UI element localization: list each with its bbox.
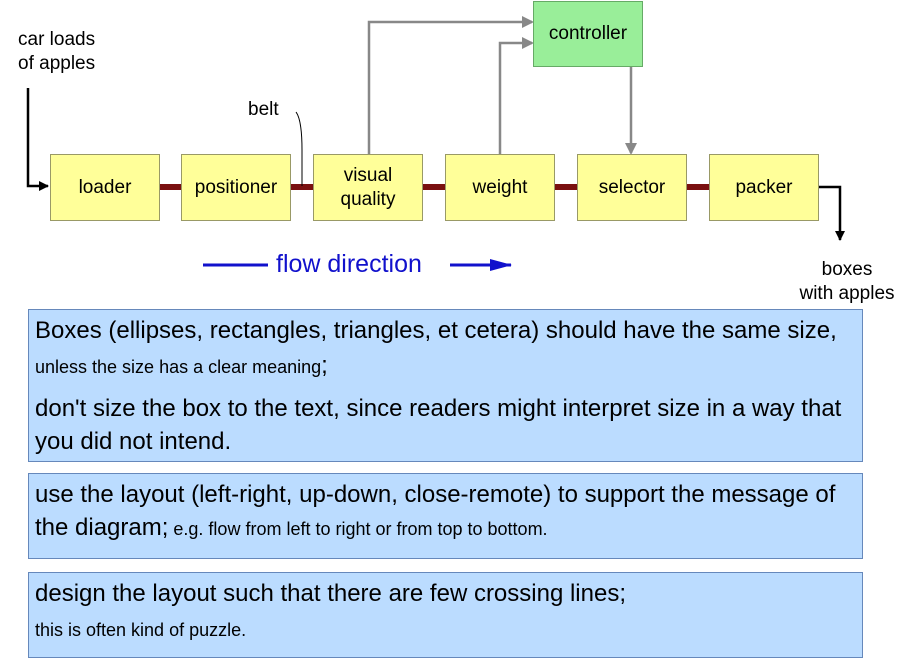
controller-box: controller <box>533 1 643 67</box>
note-aside-text: this is often kind of puzzle. <box>35 620 247 640</box>
selector-box: selector <box>577 154 687 221</box>
note-paragraph: use the layout (left-right, up-down, clo… <box>35 478 856 546</box>
note-paragraph: Boxes (ellipses, rectangles, triangles, … <box>35 314 856 384</box>
output-label: boxes with apples <box>799 259 895 304</box>
note-panel-crossing-lines: design the layout such that there are fe… <box>28 572 863 658</box>
visual-quality-box: visual quality <box>313 154 423 221</box>
note-aside-text: e.g. flow from left to right or from top… <box>168 519 548 539</box>
note-aside-text: unless the size has a clear meaning <box>35 357 322 377</box>
flow-diagram-canvas <box>26 16 845 271</box>
note-panel-layout: use the layout (left-right, up-down, clo… <box>28 473 863 559</box>
note-paragraph: this is often kind of puzzle. <box>35 618 856 642</box>
visual-quality-to-controller-arrow <box>367 16 534 154</box>
positioner-box: positioner <box>181 154 291 221</box>
note-main-text: Boxes (ellipses, rectangles, triangles, … <box>35 317 837 344</box>
input-label: car loads of apples <box>18 29 96 74</box>
note-main-text: design the layout such that there are fe… <box>35 580 626 607</box>
loader-box: loader <box>50 154 160 221</box>
output-arrow <box>819 185 845 241</box>
input-arrow <box>26 88 49 191</box>
note-main-text: don't size the box to the text, since re… <box>35 395 842 455</box>
belt-label: belt <box>248 99 279 120</box>
packer-box: packer <box>709 154 819 221</box>
flow-direction-label: flow direction <box>276 250 422 278</box>
note-main-text: use the layout (left-right, up-down, clo… <box>35 481 836 541</box>
note-tail-text: ; <box>321 352 328 379</box>
weight-box: weight <box>445 154 555 221</box>
weight-to-controller-arrow <box>498 37 534 154</box>
belt-callout-line <box>295 111 303 186</box>
note-paragraph: don't size the box to the text, since re… <box>35 392 856 458</box>
note-paragraph: design the layout such that there are fe… <box>35 577 856 610</box>
note-panel-box-size: Boxes (ellipses, rectangles, triangles, … <box>28 309 863 462</box>
